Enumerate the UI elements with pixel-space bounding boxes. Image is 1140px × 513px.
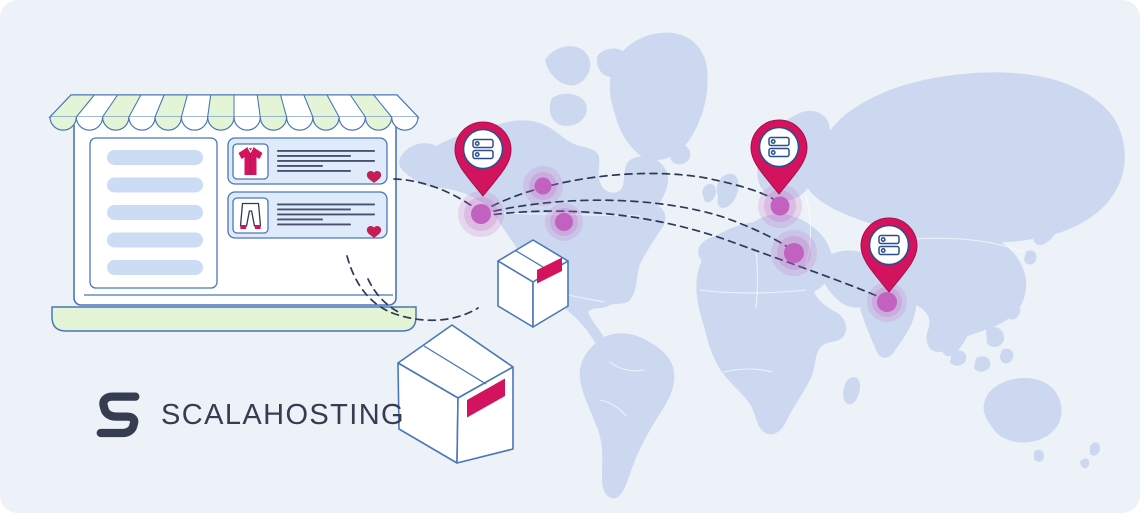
server-icon [878,234,900,256]
brand-logo-text: SCALAHOSTING [161,398,406,431]
map-indonesia [950,303,1021,372]
glow-dot [523,166,563,206]
glow-dot [771,230,817,276]
store-awning [48,94,420,131]
glow-dot [867,282,907,322]
glow-dot [458,191,504,237]
favorite-heart-icon[interactable] [366,170,382,183]
dash-store-to-package-a [346,255,479,322]
brand-logo: SCALAHOSTING [92,388,405,438]
package-label [467,378,505,418]
map-south-america [579,333,675,499]
location-pins [454,119,918,293]
map-tasmania-nz [1034,442,1100,469]
location-pin-asia[interactable] [860,217,918,293]
map-east-asia [892,227,1027,352]
map-iceland [669,144,691,165]
dash-store-to-package-b [367,278,403,315]
glow-dot [545,203,583,241]
server-icon [472,138,494,160]
sidebar-row[interactable] [107,177,203,193]
favorite-heart-icon[interactable] [366,225,382,238]
location-pin-north-america[interactable] [454,121,512,197]
sidebar-row[interactable] [107,205,203,220]
product-text-lines [277,203,375,226]
package-box-large [397,324,514,464]
package-label [537,257,562,284]
pants-icon [239,202,262,229]
package-box-small [497,239,569,328]
scalahosting-logo-icon [96,392,140,438]
glow-dots [458,166,907,322]
dash-namerica-to-asia [481,210,885,300]
world-map [399,32,1125,499]
map-russia [806,72,1125,244]
product-card-shirt[interactable] [227,137,388,185]
map-greenland [609,32,708,161]
connection-lines [346,172,885,322]
sidebar-row[interactable] [107,150,203,165]
laptop-base [51,306,417,332]
map-kamchatka [1083,148,1112,199]
server-icon [768,136,790,158]
location-pin-europe[interactable] [750,119,808,195]
dash-namerica-to-europe-south [481,199,793,251]
awning-stripes [48,94,420,118]
map-japan [1024,211,1059,265]
shirt-icon [238,147,263,175]
product-text-lines [277,150,375,172]
map-arctic-islands [545,46,630,126]
awning-scallops [49,116,419,131]
dash-namerica-to-europe-north [480,172,780,213]
sidebar-row[interactable] [107,260,203,275]
map-se-asia [934,296,972,357]
online-store-laptop [48,94,420,332]
sidebar-row[interactable] [107,232,203,248]
map-uk [702,173,739,208]
map-madagascar [843,377,860,405]
sidebar-rows [107,150,203,275]
map-europe [698,214,833,301]
map-australia [983,378,1062,443]
glow-dot [758,184,802,228]
product-card-pants[interactable] [227,191,388,239]
